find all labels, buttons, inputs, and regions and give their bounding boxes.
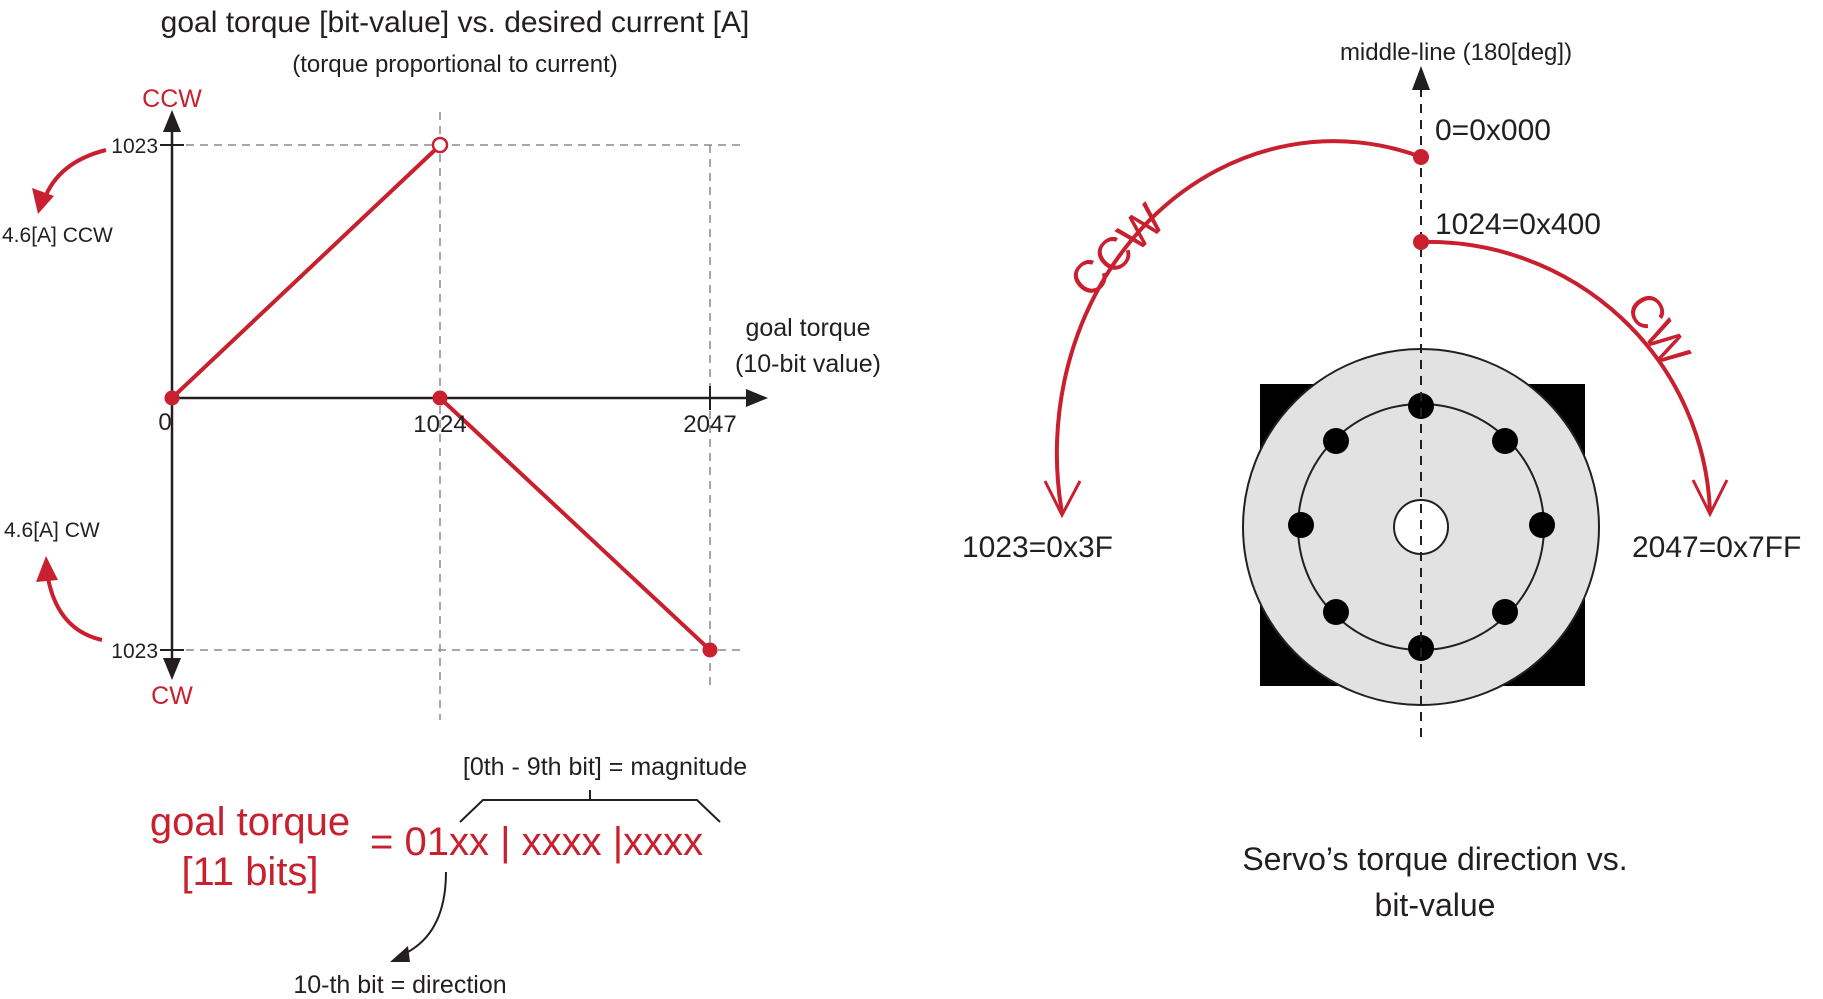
label-1023: 1023=0x3F bbox=[962, 531, 1113, 564]
direction-arrowhead bbox=[390, 946, 410, 962]
x-axis-arrow bbox=[746, 389, 768, 407]
magnitude-label: [0th - 9th bit] = magnitude bbox=[463, 753, 747, 781]
torque-current-graph: goal torque [bit-value] vs. desired curr… bbox=[2, 6, 881, 720]
direction-arrow bbox=[401, 871, 447, 956]
label-2047: 2047=0x7FF bbox=[1632, 531, 1801, 564]
point-2047 bbox=[702, 642, 718, 658]
ccw-curve-arrow bbox=[42, 148, 107, 201]
bits-label-line1: goal torque bbox=[150, 800, 350, 844]
servo-hole-left bbox=[1288, 512, 1314, 538]
servo-hole-right bbox=[1529, 512, 1555, 538]
point-1024-servo bbox=[1413, 234, 1429, 250]
servo-cw-label: CW bbox=[1616, 283, 1701, 376]
graph-title: goal torque [bit-value] vs. desired curr… bbox=[161, 6, 750, 39]
y-tick-label-top: 1023 bbox=[111, 135, 158, 158]
cw-curve-arrow bbox=[46, 577, 103, 642]
bit-format: goal torque [11 bits] = 01xx | xxxx |xxx… bbox=[150, 753, 747, 999]
ccw-arc bbox=[1054, 139, 1422, 514]
zero-label: 0=0x000 bbox=[1435, 114, 1551, 147]
servo-diagram: middle-line (180[deg]) 0=0x000 1024=0x40… bbox=[962, 39, 1801, 923]
cw-curve-arrowhead bbox=[36, 556, 58, 582]
x-tick-label-1024: 1024 bbox=[413, 411, 466, 438]
cw-arc bbox=[1420, 239, 1712, 513]
y-axis-arrow-down bbox=[163, 658, 181, 680]
x-tick-label-0: 0 bbox=[158, 409, 171, 436]
servo-caption-line2: bit-value bbox=[1375, 887, 1496, 923]
label-1024: 1024=0x400 bbox=[1435, 208, 1601, 241]
point-1024 bbox=[432, 390, 448, 406]
x-tick-label-2047: 2047 bbox=[683, 411, 736, 438]
point-origin bbox=[164, 390, 180, 406]
ccw-arc-arrowhead bbox=[1043, 480, 1082, 519]
y-axis-arrow-up bbox=[163, 110, 181, 132]
bits-expression: = 01xx | xxxx |xxxx bbox=[370, 820, 703, 864]
servo-hole-top-right bbox=[1492, 428, 1518, 454]
servo-caption-line1: Servo’s torque direction vs. bbox=[1242, 841, 1627, 877]
cw-arc-arrowhead bbox=[1691, 479, 1729, 518]
cw-axis-label: CW bbox=[151, 682, 193, 710]
current-ccw-label: 4.6[A] CCW bbox=[2, 224, 113, 247]
bits-label-line2: [11 bits] bbox=[181, 850, 318, 894]
point-zero bbox=[1413, 149, 1429, 165]
graph-subtitle: (torque proportional to current) bbox=[292, 51, 618, 78]
cw-segment bbox=[438, 396, 712, 652]
open-point-1023 bbox=[431, 136, 449, 154]
servo-hole-bottom-right bbox=[1492, 599, 1518, 625]
middle-line-label: middle-line (180[deg]) bbox=[1340, 39, 1572, 66]
ccw-segment bbox=[170, 147, 438, 400]
current-cw-label: 4.6[A] CW bbox=[4, 519, 100, 542]
middle-line-arrow bbox=[1412, 66, 1430, 90]
servo-hole-bottom-left bbox=[1323, 599, 1349, 625]
servo-hole-top bbox=[1408, 393, 1434, 419]
ccw-axis-label: CCW bbox=[142, 85, 202, 113]
direction-label: 10-th bit = direction bbox=[293, 971, 506, 999]
x-axis-label-line1: goal torque bbox=[745, 314, 870, 342]
x-axis-label-line2: (10-bit value) bbox=[735, 350, 881, 378]
y-tick-label-bottom: 1023 bbox=[111, 640, 158, 663]
servo-hole-top-left bbox=[1323, 428, 1349, 454]
magnitude-bracket bbox=[459, 799, 721, 823]
ccw-curve-arrowhead bbox=[32, 188, 54, 214]
